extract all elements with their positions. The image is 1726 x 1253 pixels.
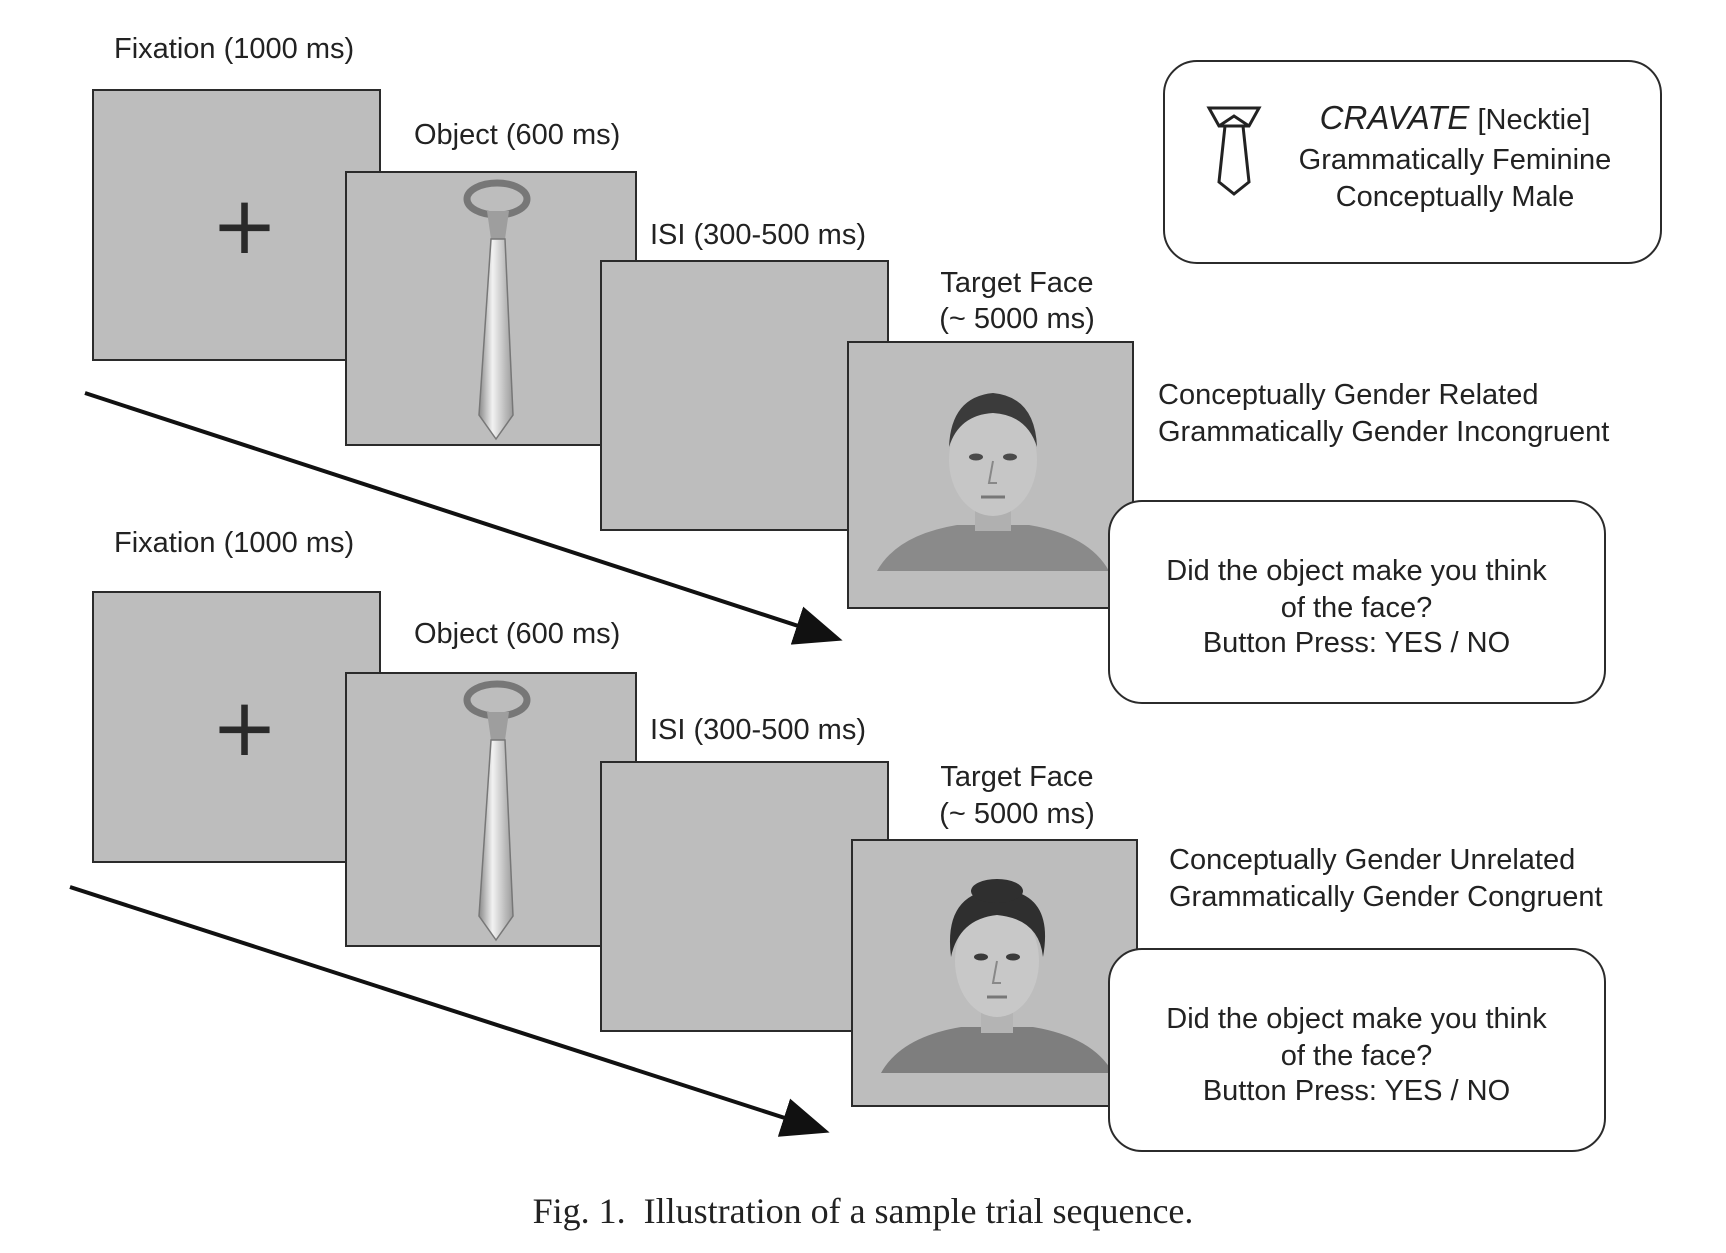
necktie-image <box>463 179 531 441</box>
necktie-icon <box>1206 106 1262 196</box>
question-line-1: Did the object make you think <box>1166 1003 1547 1035</box>
isi-label: ISI (300-500 ms) <box>650 714 866 746</box>
target-label: Target Face <box>940 761 1094 793</box>
fixation-cross: + <box>211 179 279 272</box>
fixation-screen: + <box>92 591 381 863</box>
condition-concept: Conceptually Gender Related <box>1158 379 1539 411</box>
question-line-1: Did the object make you think <box>1166 555 1547 587</box>
target-face-screen <box>847 341 1134 609</box>
object-screen <box>345 672 637 947</box>
female-face <box>881 879 1113 1073</box>
necktie-image <box>463 680 531 942</box>
object-screen <box>345 171 637 446</box>
legend-word: CRAVATE <box>1319 99 1470 136</box>
legend-conceptual: Conceptually Male <box>1335 181 1575 213</box>
fixation-cross: + <box>211 681 279 774</box>
target-face-screen <box>851 839 1138 1107</box>
object-label: Object (600 ms) <box>414 618 621 650</box>
button-press-instruction: Button Press: YES / NO <box>1202 627 1511 659</box>
isi-screen <box>600 761 889 1032</box>
male-face <box>877 393 1109 571</box>
fixation-screen: + <box>92 89 381 361</box>
target-label: Target Face <box>940 267 1094 299</box>
condition-grammar: Grammatically Gender Congruent <box>1169 881 1603 913</box>
legend-grammatical: Grammatically Feminine <box>1298 144 1612 176</box>
isi-screen <box>600 260 889 531</box>
word-legend-box: CRAVATE [Necktie] Grammatically Feminine… <box>1163 60 1662 264</box>
fixation-label: Fixation (1000 ms) <box>114 33 355 65</box>
time-arrow-2 <box>69 885 830 1137</box>
condition-concept: Conceptually Gender Unrelated <box>1169 844 1576 876</box>
question-line-2: of the face? <box>1280 592 1433 624</box>
isi-label: ISI (300-500 ms) <box>650 219 866 251</box>
question-box: Did the object make you think of the fac… <box>1108 500 1606 704</box>
question-line-2: of the face? <box>1280 1040 1433 1072</box>
object-label: Object (600 ms) <box>414 119 621 151</box>
target-duration-label: (~ 5000 ms) <box>939 303 1095 335</box>
legend-translation: [Necktie] <box>1477 104 1591 136</box>
question-box: Did the object make you think of the fac… <box>1108 948 1606 1152</box>
time-arrow-1 <box>84 391 843 645</box>
target-duration-label: (~ 5000 ms) <box>939 798 1095 830</box>
fixation-label: Fixation (1000 ms) <box>114 527 355 559</box>
button-press-instruction: Button Press: YES / NO <box>1202 1075 1511 1107</box>
condition-grammar: Grammatically Gender Incongruent <box>1158 416 1610 448</box>
figure-caption: Fig. 1. Illustration of a sample trial s… <box>532 1191 1194 1231</box>
